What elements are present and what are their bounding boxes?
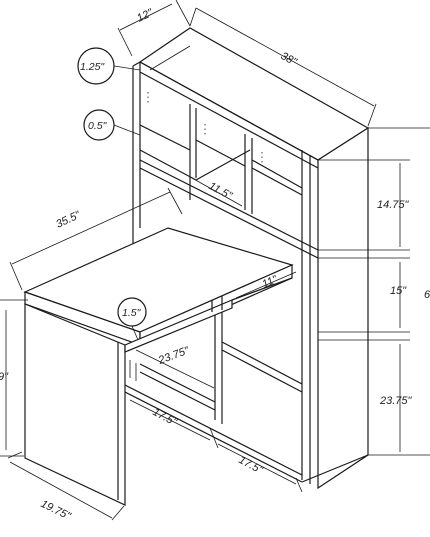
label-middle-gap-height: 15" [390,285,407,297]
callout-circles [77,47,147,341]
label-overall-height: 6 [424,289,430,301]
label-desk-height: 9" [0,371,9,383]
dimension-lines [0,0,430,521]
label-lower-cubby-height: 23.75" [379,395,413,407]
label-upper-cubby-height: 14.75" [377,199,410,211]
bookcase-tower [124,27,370,490]
label-desk-length: 35.5" [54,209,83,231]
label-lower-bay-width-a: 17.5" [151,406,180,429]
label-lower-bay-width-b: 17.5" [237,454,266,477]
label-lower-compartment-width: 23.75" [156,344,192,367]
label-width-top: 38" [279,50,300,69]
label-desk-depth: 19.75" [39,498,73,523]
label-depth-top: 12" [135,6,156,24]
label-shelf-thickness: 1.25" [80,61,105,73]
label-desk-top-thickness: 1.5" [122,307,142,319]
label-board-thickness: 0.5" [88,120,108,132]
